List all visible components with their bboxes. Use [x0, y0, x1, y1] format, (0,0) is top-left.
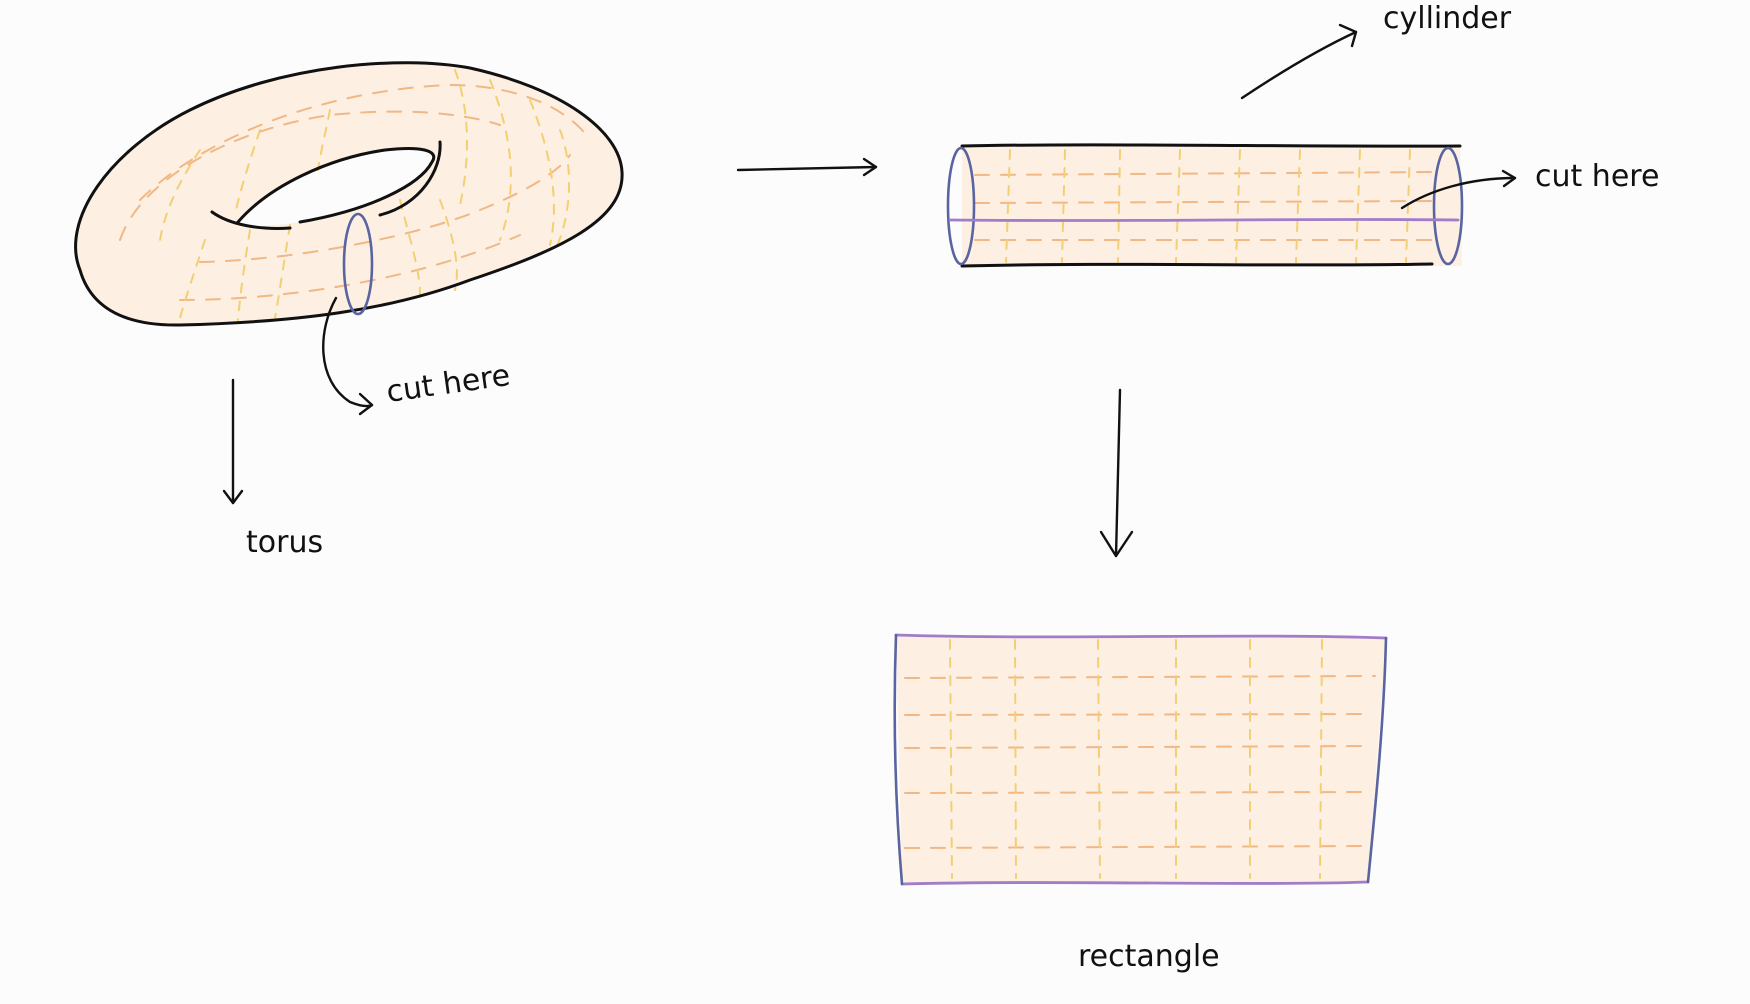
- cylinder-label-arrow: [1240, 30, 1358, 100]
- torus-cut-arrow: [322, 296, 374, 408]
- cylinder-label: cyllinder: [1383, 1, 1512, 36]
- rectangle-figure: [893, 633, 1388, 886]
- cylinder-figure: [946, 143, 1464, 268]
- cylinder-body: [962, 146, 1462, 266]
- torus-to-cylinder-arrowhead: [862, 157, 878, 177]
- rectangle-grid: [904, 639, 1376, 879]
- torus-grid: [119, 69, 591, 321]
- cylinder-top-edge: [960, 143, 1462, 148]
- torus-to-cylinder-arrow: [736, 165, 878, 172]
- rectangle-top-edge: [894, 633, 1388, 640]
- rectangle-left-edge: [893, 633, 904, 886]
- cylinder-grid: [974, 149, 1441, 263]
- torus-inner-lip: [210, 210, 292, 230]
- torus-outer-outline: [74, 61, 624, 327]
- cylinder-cut-arrowhead: [1501, 169, 1517, 188]
- cylinder-right-cut-circle: [1432, 146, 1464, 266]
- cylinder-cut-arrow: [1400, 176, 1517, 210]
- rectangle-body: [896, 635, 1386, 884]
- cylinder-to-rectangle-arrowhead: [1099, 530, 1134, 558]
- rectangle-right-edge: [1366, 636, 1388, 884]
- cylinder-cut-line: [948, 218, 1460, 222]
- cylinder-left-cut-circle: [946, 146, 976, 266]
- cylinder-cut-label: cut here: [1535, 159, 1659, 194]
- torus-inner-rim: [378, 140, 442, 217]
- torus-cut-arrowhead: [358, 392, 374, 416]
- torus-label: torus: [246, 525, 323, 560]
- rectangle-label: rectangle: [1078, 939, 1220, 974]
- cylinder-to-rectangle-arrow: [1114, 388, 1122, 558]
- cylinder-label-arrowhead: [1338, 23, 1358, 48]
- cylinder-bottom-edge: [960, 262, 1434, 268]
- torus-cut-label: cut here: [384, 358, 512, 410]
- torus-cut-circle: [342, 212, 374, 316]
- torus-figure: [74, 61, 624, 327]
- rectangle-bottom-edge: [900, 880, 1370, 886]
- torus-hole: [238, 148, 434, 226]
- torus-label-arrowhead: [222, 489, 244, 505]
- torus-hole-outline: [236, 147, 436, 224]
